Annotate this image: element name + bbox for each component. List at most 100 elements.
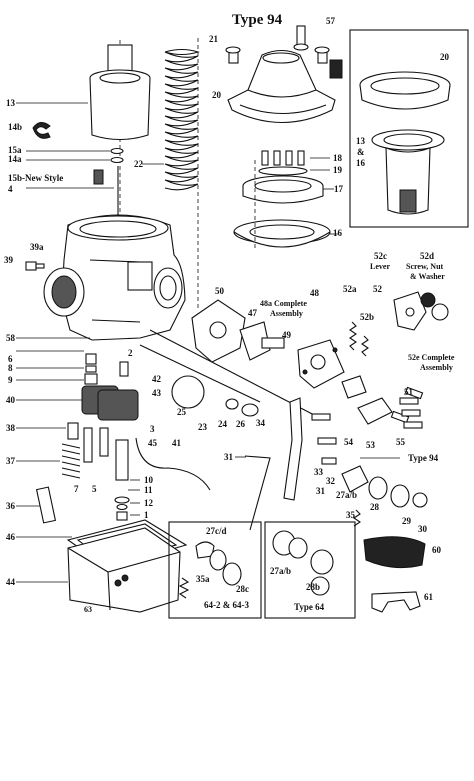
label-52d: 52d xyxy=(420,251,434,261)
part-13-slide xyxy=(89,40,151,235)
label-25: 25 xyxy=(177,407,187,417)
label-57: 57 xyxy=(326,16,336,26)
label-13: 13 xyxy=(6,98,16,108)
label-5: 5 xyxy=(92,484,97,494)
label-52b: 52b xyxy=(360,312,374,322)
part-45-wire-clip xyxy=(135,437,211,491)
part-52a-52b-springs xyxy=(349,321,369,357)
label-10: 10 xyxy=(144,475,154,485)
part-60-air-filter xyxy=(363,536,426,569)
part-27-30-assembly xyxy=(341,465,428,527)
label-35: 35 xyxy=(346,510,356,520)
label-52e-assembly: Assembly xyxy=(420,363,453,372)
label-52d-screw-nut: Screw, Nut xyxy=(406,262,444,271)
label-52c-lever: Lever xyxy=(370,262,390,271)
label-6: 6 xyxy=(8,354,13,364)
label-39: 39 xyxy=(4,255,14,265)
part-27cd-28c-35a-inset xyxy=(178,541,242,599)
part-labels: 57 21 20 20 13 14b 15a 14a 15b-New Style… xyxy=(4,16,455,614)
label-48a-assembly: Assembly xyxy=(270,309,303,318)
label-27ab: 27a/b xyxy=(336,490,357,500)
label-48: 48 xyxy=(310,288,320,298)
label-42: 42 xyxy=(152,374,162,384)
label-15b: 15b-New Style xyxy=(8,173,63,183)
part-14b-clip xyxy=(32,122,51,139)
diagram-title: Type 94 xyxy=(232,12,283,28)
part-7-5-11-jets xyxy=(83,427,130,521)
label-58: 58 xyxy=(6,333,16,343)
label-7: 7 xyxy=(74,484,79,494)
label-37: 37 xyxy=(6,456,16,466)
part-61-bracket xyxy=(371,591,421,613)
label-54: 54 xyxy=(344,437,354,447)
label-47: 47 xyxy=(248,308,258,318)
label-type-94: Type 94 xyxy=(408,453,439,463)
label-4: 4 xyxy=(8,184,13,194)
part-39-screw xyxy=(25,261,45,271)
part-19-washers xyxy=(258,166,308,176)
label-52a: 52a xyxy=(343,284,357,294)
part-15a-14a-washers xyxy=(110,147,124,164)
label-52: 52 xyxy=(373,284,383,294)
part-41-23-throttle-shaft xyxy=(139,329,321,419)
label-50: 50 xyxy=(215,286,225,296)
label-27ab-inset: 27a/b xyxy=(270,566,291,576)
label-49: 49 xyxy=(282,330,292,340)
label-24: 24 xyxy=(218,419,228,429)
label-44: 44 xyxy=(6,577,16,587)
label-1: 1 xyxy=(144,510,149,520)
label-61: 61 xyxy=(424,592,434,602)
part-18-screws xyxy=(261,150,305,166)
part-17-ring xyxy=(242,175,324,204)
label-52d-washer: & Washer xyxy=(410,272,445,281)
label-35a: 35a xyxy=(196,574,210,584)
label-45: 45 xyxy=(148,438,158,448)
label-33: 33 xyxy=(314,467,324,477)
label-46: 46 xyxy=(6,532,16,542)
label-20-inset: 20 xyxy=(440,52,450,62)
part-51-screws xyxy=(404,386,424,400)
inset-box-64-2-64-3 xyxy=(168,521,262,619)
part-50-gasket xyxy=(191,299,246,363)
part-52-52e-lever-assembly xyxy=(393,291,449,331)
label-13-inset: 13 xyxy=(356,136,366,146)
label-40: 40 xyxy=(6,395,16,405)
label-31-right: 31 xyxy=(316,486,326,496)
label-12: 12 xyxy=(144,498,154,508)
label-17: 17 xyxy=(334,184,344,194)
part-22-spring xyxy=(164,48,200,191)
label-27cd: 27c/d xyxy=(206,526,227,536)
part-20-inset-cover xyxy=(359,71,451,110)
part-20-top-cover xyxy=(227,49,343,123)
label-19: 19 xyxy=(333,165,343,175)
label-type-64: Type 64 xyxy=(294,602,325,612)
part-31-34-linkage xyxy=(244,397,337,531)
label-39a: 39a xyxy=(30,242,44,252)
leader-lines xyxy=(16,38,400,583)
label-48a: 48a Complete xyxy=(260,299,307,308)
label-52c: 52c xyxy=(374,251,387,261)
label-14b: 14b xyxy=(8,122,22,132)
part-6-8-9-jets xyxy=(84,353,129,385)
label-52e: 52e Complete xyxy=(408,353,455,362)
label-51: 51 xyxy=(404,387,414,397)
label-amp: & xyxy=(357,147,365,157)
label-30: 30 xyxy=(418,524,428,534)
label-34: 34 xyxy=(256,418,266,428)
carburetor-body xyxy=(43,214,186,341)
label-29: 29 xyxy=(402,516,412,526)
label-23: 23 xyxy=(198,422,208,432)
inset-box-type-64 xyxy=(264,521,356,619)
label-28: 28 xyxy=(370,502,380,512)
label-2: 2 xyxy=(128,348,133,358)
label-9: 9 xyxy=(8,375,13,385)
label-22: 22 xyxy=(134,159,144,169)
part-53-54-55-plate-screws xyxy=(357,397,423,429)
part-40-43-floats xyxy=(81,385,139,421)
label-16: 16 xyxy=(333,228,343,238)
label-53: 53 xyxy=(366,440,376,450)
label-16-inset: 16 xyxy=(356,158,366,168)
label-28b: 28b xyxy=(306,582,320,592)
label-32: 32 xyxy=(326,476,336,486)
